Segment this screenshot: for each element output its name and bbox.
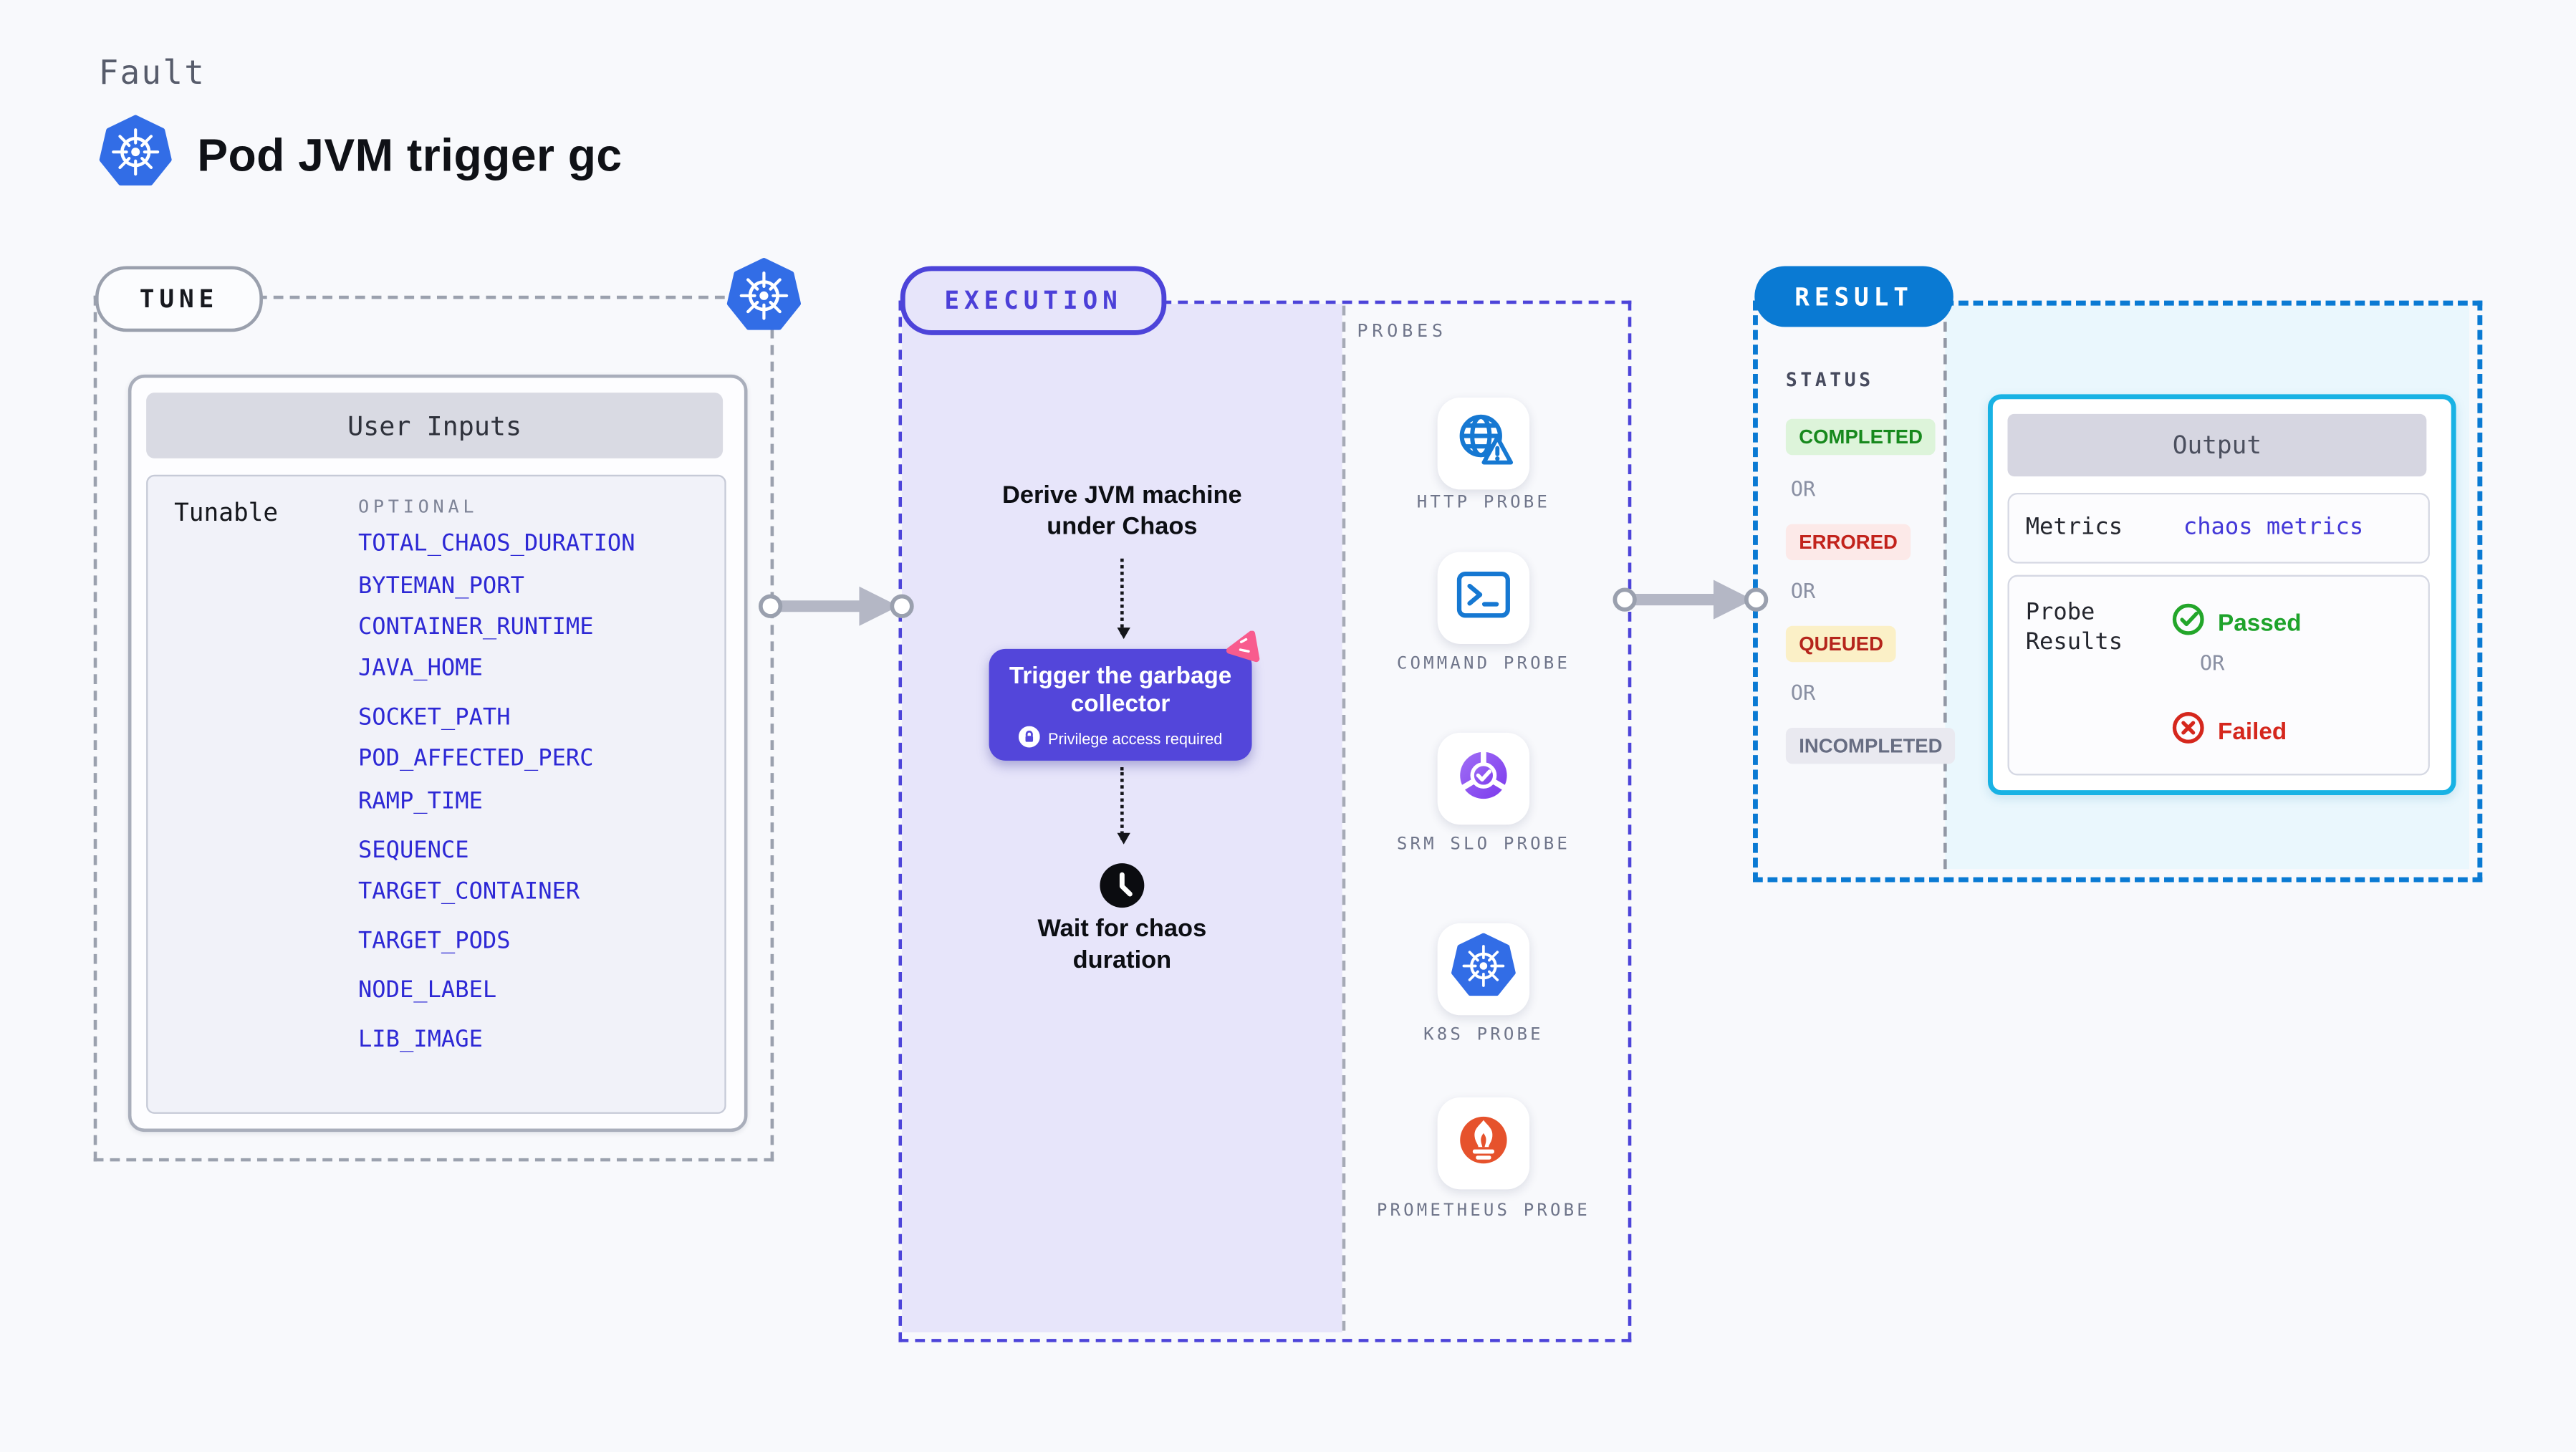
output-card: Output Metrics chaos metrics Probe Resul…: [1987, 394, 2456, 795]
tune-badge: TUNE: [95, 266, 263, 332]
probe-result-failed: Failed: [2172, 711, 2287, 752]
globe-alert-icon: [1452, 408, 1514, 479]
status-badge-incompleted: INCOMPLETED: [1785, 727, 1956, 764]
result-divider: [1943, 305, 1947, 870]
probe-label: HTTP PROBE: [1416, 493, 1551, 513]
probe-card-prometheus: [1437, 1097, 1530, 1190]
or-label: OR: [2199, 650, 2225, 675]
or-label: OR: [1790, 476, 1816, 501]
privilege-note: Privilege access required: [1047, 730, 1223, 749]
lock-icon: [1018, 726, 1040, 753]
status-title: STATUS: [1785, 367, 1874, 391]
derive-step-text: Derive JVM machine under Chaos: [1002, 481, 1242, 541]
x-circle-icon: [2172, 711, 2205, 752]
tune-section-box: [93, 295, 774, 1162]
status-badge-completed: COMPLETED: [1785, 418, 1936, 456]
user-inputs-card: User Inputs Tunable OPTIONAL TOTAL_CHAOS…: [128, 374, 748, 1133]
trigger-gc-node: Trigger the garbage collector Privilege …: [989, 648, 1252, 761]
page-title: Pod JVM trigger gc: [197, 130, 623, 181]
terminal-icon: [1452, 562, 1514, 633]
page-title-row: Pod JVM trigger gc: [99, 115, 623, 198]
prometheus-flame-icon: [1452, 1108, 1514, 1179]
result-badge: RESULT: [1754, 266, 1953, 327]
kubernetes-icon: [99, 115, 173, 198]
user-input-item: SOCKET_PATH: [357, 704, 511, 731]
execution-section-box: [898, 300, 1632, 1342]
passed-label: Passed: [2218, 610, 2302, 637]
failed-label: Failed: [2218, 718, 2287, 746]
kubernetes-icon: [1451, 932, 1517, 1006]
probes-title: PROBES: [1357, 320, 1447, 342]
flow-arrow-icon: [754, 577, 918, 644]
user-inputs-header: User Inputs: [146, 393, 724, 458]
user-input-item: TOTAL_CHAOS_DURATION: [357, 530, 635, 557]
probe-card-k8s: [1437, 923, 1530, 1016]
metrics-row: Metrics chaos metrics: [2007, 493, 2430, 564]
probe-result-passed: Passed: [2172, 603, 2302, 644]
optional-label: OPTIONAL: [357, 496, 479, 518]
probe-label: K8S PROBE: [1423, 1025, 1544, 1045]
probe-card-command: [1437, 552, 1530, 644]
probe-label: PROMETHEUS PROBE: [1376, 1201, 1590, 1221]
slo-donut-check-icon: [1452, 744, 1514, 814]
tunable-label: Tunable: [174, 497, 279, 528]
user-input-item: JAVA_HOME: [357, 655, 483, 682]
probe-results-row: Probe Results Passed OR F: [2007, 574, 2430, 776]
metrics-value: chaos metrics: [2183, 514, 2364, 541]
dotted-arrow-icon: [1117, 767, 1130, 845]
or-label: OR: [1790, 578, 1816, 603]
kubernetes-icon: [726, 258, 802, 342]
wait-step-text: Wait for chaos duration: [1037, 915, 1207, 974]
user-inputs-body: Tunable OPTIONAL TOTAL_CHAOS_DURATION BY…: [146, 474, 726, 1114]
user-input-item: POD_AFFECTED_PERC: [357, 746, 594, 772]
fault-eyebrow: Fault: [98, 52, 206, 92]
user-input-item: SEQUENCE: [357, 837, 469, 865]
execution-badge: EXECUTION: [900, 266, 1167, 335]
output-header: Output: [2007, 413, 2427, 477]
user-input-item: RAMP_TIME: [357, 788, 483, 815]
dotted-arrow-icon: [1117, 558, 1130, 640]
probes-divider: [1342, 305, 1346, 1331]
user-input-item: TARGET_CONTAINER: [357, 878, 580, 905]
status-badge-queued: QUEUED: [1785, 625, 1897, 663]
chaos-pink-icon: [1226, 630, 1260, 672]
user-input-item: CONTAINER_RUNTIME: [357, 614, 594, 641]
probe-card-srm-slo: [1437, 732, 1530, 825]
probe-label: COMMAND PROBE: [1396, 653, 1570, 674]
status-badge-errored: ERRORED: [1785, 524, 1911, 561]
check-circle-icon: [2172, 603, 2205, 644]
or-label: OR: [1790, 680, 1816, 705]
user-input-item: TARGET_PODS: [357, 928, 511, 955]
probe-results-label: Probe Results: [2025, 600, 2123, 656]
user-input-item: BYTEMAN_PORT: [357, 573, 524, 600]
trigger-node-title: Trigger the garbage collector: [1009, 663, 1232, 718]
user-input-item: NODE_LABEL: [357, 977, 497, 1004]
user-input-item: LIB_IMAGE: [357, 1027, 483, 1054]
probe-card-http: [1437, 397, 1530, 490]
probe-label: SRM SLO PROBE: [1396, 835, 1570, 855]
flow-arrow-icon: [1608, 570, 1772, 638]
clock-icon: [1097, 861, 1147, 918]
metrics-label: Metrics: [2025, 514, 2123, 541]
